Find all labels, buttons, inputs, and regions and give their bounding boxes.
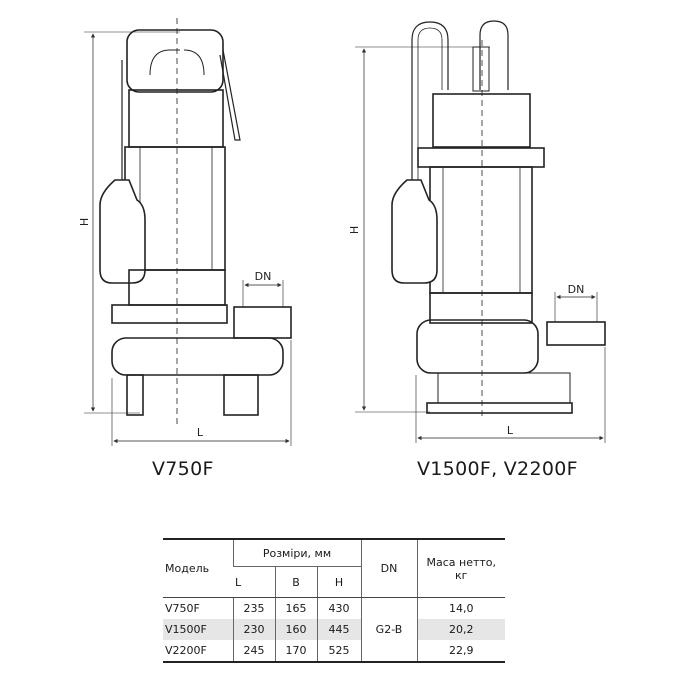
header-l: L: [233, 566, 275, 598]
cell-dn: G2-B: [360, 597, 417, 662]
cell-model: V2200F: [165, 644, 207, 657]
dim-l-label-2: L: [507, 424, 514, 437]
model-label-v1500f-v2200f: V1500F, V2200F: [417, 458, 578, 480]
dim-h-label-2: H: [348, 226, 361, 234]
header-dimensions: Розміри, мм: [232, 539, 361, 567]
table-row: V1500F 230 160 445 20,2: [163, 619, 505, 640]
header-h: H: [316, 566, 361, 598]
cell-l: 235: [232, 597, 275, 619]
dim-l-label: L: [197, 426, 204, 439]
cell-h: 525: [316, 640, 361, 662]
cell-h: 445: [316, 619, 361, 640]
header-mass: Маса нетто,кг: [416, 539, 505, 598]
header-mass-unit: кг: [455, 568, 468, 582]
pump-v750f-drawing: [84, 18, 292, 446]
cell-mass: 20,2: [416, 619, 505, 640]
cell-mass: 14,0: [416, 597, 505, 619]
header-model: Модель: [163, 539, 233, 598]
model-label-v750f: V750F: [152, 458, 214, 480]
header-mass-label: Маса нетто,: [426, 555, 497, 569]
dim-h-label: H: [78, 218, 91, 226]
dim-dn-label-2: DN: [568, 283, 585, 296]
cell-b: 160: [274, 619, 317, 640]
specs-table: Модель Розміри, мм DN Маса нетто,кг L B …: [163, 538, 505, 663]
dim-dn-label: DN: [255, 270, 272, 283]
cell-l: 245: [232, 640, 275, 662]
cell-h: 430: [316, 597, 361, 619]
header-dn: DN: [360, 539, 417, 598]
header-b: B: [274, 566, 317, 598]
cell-model: V750F: [165, 602, 200, 615]
cell-mass: 22,9: [416, 640, 505, 662]
table-row: V2200F 245 170 525 22,9: [163, 640, 505, 662]
cell-l: 230: [232, 619, 275, 640]
table-row: V750F 235 165 430 G2-B 14,0: [163, 597, 505, 662]
cell-model: V1500F: [163, 619, 233, 640]
cell-b: 170: [274, 640, 317, 662]
cell-b: 165: [274, 597, 317, 619]
pump-v1500f-drawing: [355, 20, 606, 443]
